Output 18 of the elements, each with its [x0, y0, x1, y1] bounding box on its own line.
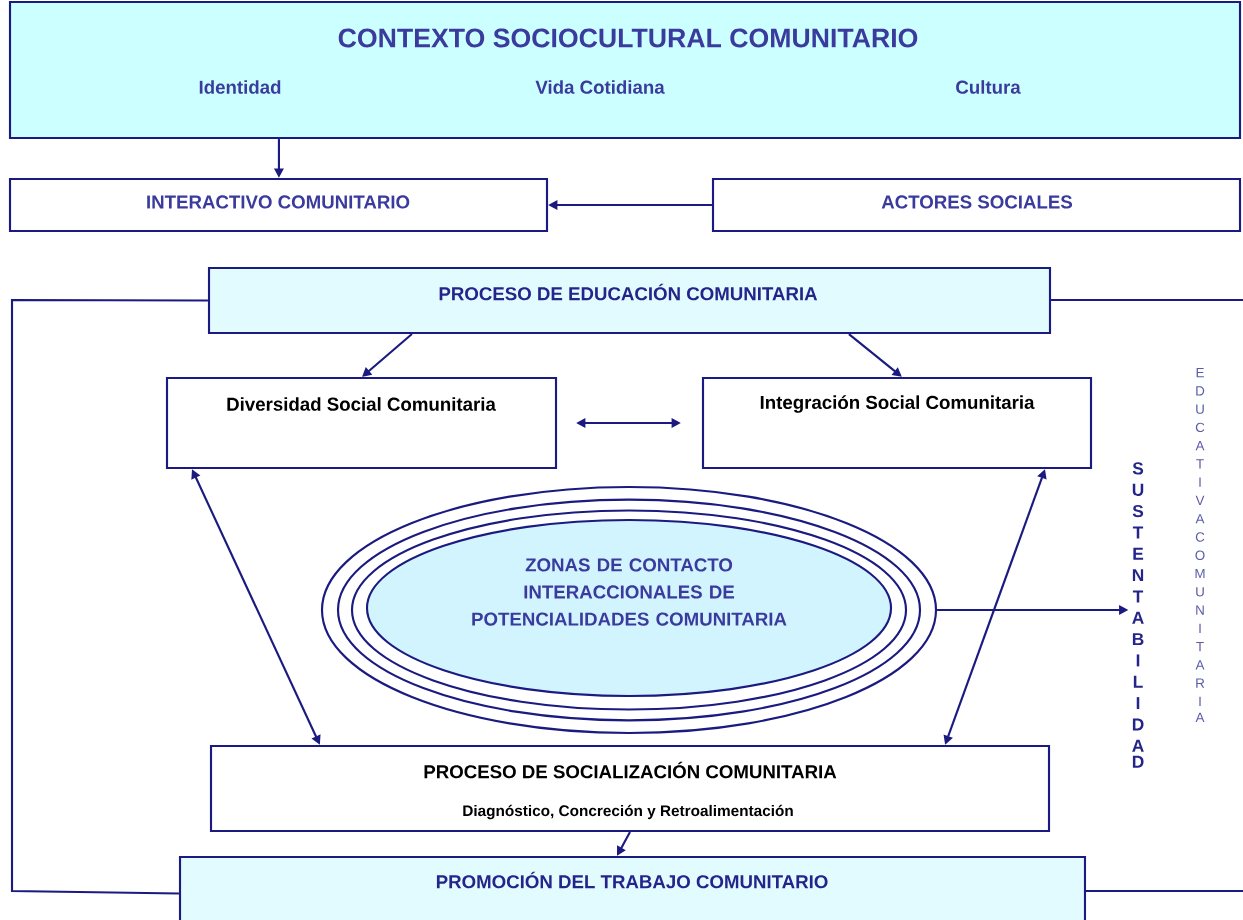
subtitle: Diagnóstico, Concreción y Retroalimentación [463, 804, 793, 820]
arrow [362, 333, 413, 377]
box-title: Diversidad Social Comunitaria [227, 397, 496, 411]
connector-line [10, 298, 208, 895]
subtitle: Identidad [199, 80, 281, 94]
vertical-text: SUSTENTABILIDAD [1132, 462, 1144, 768]
vertical-text: EDUCATIVA COMUNITARIA [1195, 368, 1205, 722]
box-title: ZONAS DE CONTACTO INTERACCIONALES DE POTENCIALIDADES COMUNITARIA [472, 558, 787, 626]
box-title: ACTORES SOCIALES [881, 195, 1073, 209]
box-title: Integración Social Comunitaria [760, 395, 1035, 413]
box-title: PROMOCIÓN DEL TRABAJO COMUNITARIO [436, 871, 828, 889]
subtitle: Vida Cotidiana [535, 80, 665, 94]
box-title: PROCESO DE SOCIALIZACIÓN COMUNITARIA [424, 761, 837, 779]
box-title: CONTEXTO SOCIOCULTURAL COMUNITARIO [338, 28, 918, 48]
arrow [848, 333, 902, 377]
box-title: INTERACTIVO COMUNITARIO [147, 195, 410, 209]
box-title: PROCESO DE EDUCACIÓN COMUNITARIA [439, 283, 818, 301]
subtitle: Cultura [956, 80, 1021, 94]
